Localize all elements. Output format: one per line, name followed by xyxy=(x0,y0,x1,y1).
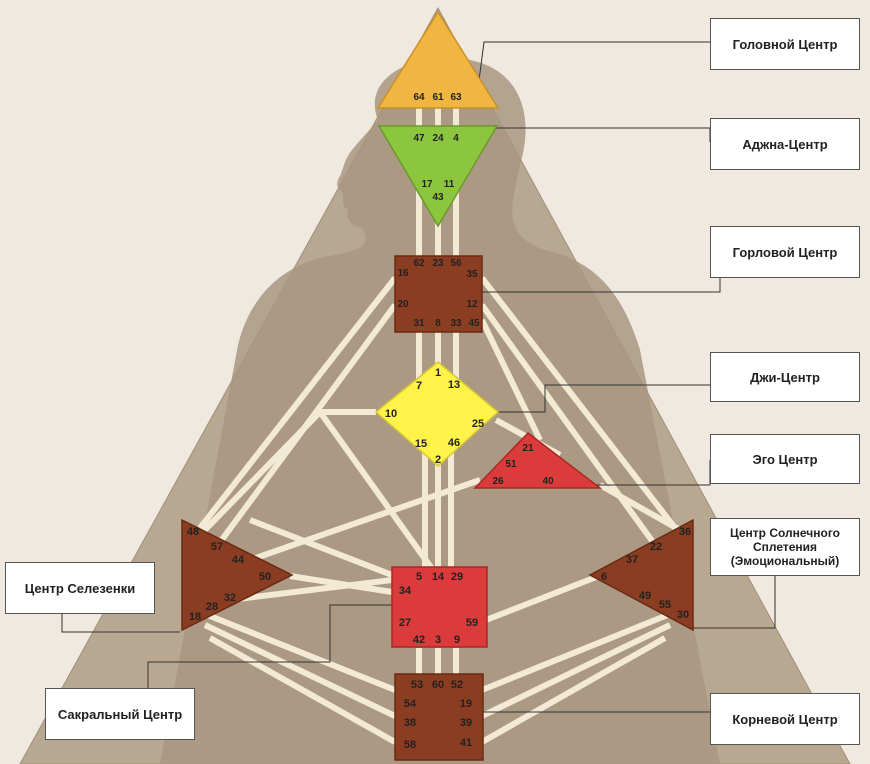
gate-label: 13 xyxy=(448,379,460,391)
g-center xyxy=(374,361,500,468)
gate-label: 41 xyxy=(460,737,472,749)
label-throat-center: Горловой Центр xyxy=(710,226,860,278)
gate-label: 7 xyxy=(416,380,422,392)
gate-numbers: 64 61 63 47 24 4 17 11 43 62 23 56 16 35… xyxy=(187,92,691,751)
root-center xyxy=(394,673,484,761)
gate-label: 14 xyxy=(432,571,445,583)
gate-label: 30 xyxy=(677,609,689,621)
gate-label: 25 xyxy=(472,418,484,430)
gate-label: 31 xyxy=(413,318,425,329)
sacral-center xyxy=(391,566,488,648)
gate-label: 23 xyxy=(432,258,444,269)
gate-label: 29 xyxy=(451,571,463,583)
gate-label: 61 xyxy=(432,92,444,103)
label-spleen-center: Центр Селезенки xyxy=(5,562,155,614)
gate-label: 1 xyxy=(435,367,441,379)
throat-center xyxy=(394,255,483,333)
gate-label: 36 xyxy=(679,526,691,538)
head-center xyxy=(376,10,500,109)
label-solar-plexus-center: Центр Солнечного Сплетения (Эмоциональны… xyxy=(710,518,860,576)
gate-label: 22 xyxy=(650,541,662,553)
gate-label: 20 xyxy=(397,299,409,310)
gate-label: 47 xyxy=(413,133,425,144)
ajna-center xyxy=(377,125,499,228)
gate-label: 52 xyxy=(451,679,463,691)
gate-label: 46 xyxy=(448,437,460,449)
gate-label: 40 xyxy=(542,476,554,487)
gate-label: 27 xyxy=(399,617,411,629)
gate-label: 33 xyxy=(450,318,462,329)
gate-label: 38 xyxy=(404,717,416,729)
gate-label: 57 xyxy=(211,541,223,553)
label-ajna-center: Аджна-Центр xyxy=(710,118,860,170)
gate-label: 32 xyxy=(224,592,236,604)
gate-label: 9 xyxy=(454,634,460,646)
gate-label: 4 xyxy=(453,133,459,144)
gate-label: 26 xyxy=(492,476,504,487)
label-ego-center: Эго Центр xyxy=(710,434,860,484)
gate-label: 43 xyxy=(432,192,444,203)
gate-label: 49 xyxy=(639,590,651,602)
gate-label: 59 xyxy=(466,617,478,629)
gate-label: 45 xyxy=(468,318,480,329)
gate-label: 53 xyxy=(411,679,423,691)
gate-label: 12 xyxy=(466,299,478,310)
gate-label: 64 xyxy=(413,92,425,103)
gate-label: 3 xyxy=(435,634,441,646)
gate-label: 56 xyxy=(450,258,462,269)
gate-label: 35 xyxy=(466,269,478,280)
gate-label: 42 xyxy=(413,634,425,646)
gate-label: 44 xyxy=(232,554,245,566)
ego-center xyxy=(473,431,603,489)
gate-label: 6 xyxy=(601,571,607,583)
channels xyxy=(197,100,682,745)
label-root-center: Корневой Центр xyxy=(710,693,860,745)
solar-plexus-center xyxy=(588,518,694,632)
gate-label: 60 xyxy=(432,679,444,691)
gate-label: 28 xyxy=(206,601,218,613)
gate-label: 8 xyxy=(435,318,441,329)
gate-label: 21 xyxy=(522,443,534,454)
gate-label: 18 xyxy=(189,611,201,623)
label-sacral-center: Сакральный Центр xyxy=(45,688,195,740)
gate-label: 15 xyxy=(415,438,427,450)
gate-label: 50 xyxy=(259,571,271,583)
label-head-center: Головной Центр xyxy=(710,18,860,70)
gate-label: 39 xyxy=(460,717,472,729)
gate-label: 63 xyxy=(450,92,462,103)
gate-label: 62 xyxy=(413,258,425,269)
gate-label: 16 xyxy=(397,268,409,279)
gate-label: 17 xyxy=(421,179,433,190)
gate-label: 5 xyxy=(416,571,422,583)
spleen-center xyxy=(181,518,294,632)
gate-label: 58 xyxy=(404,739,416,751)
gate-label: 48 xyxy=(187,526,199,538)
gate-label: 34 xyxy=(399,585,412,597)
gate-label: 51 xyxy=(505,459,517,470)
gate-label: 55 xyxy=(659,599,671,611)
gate-label: 10 xyxy=(385,408,397,420)
gate-label: 24 xyxy=(432,133,444,144)
gate-label: 2 xyxy=(435,454,441,466)
label-g-center: Джи-Центр xyxy=(710,352,860,402)
gate-label: 11 xyxy=(444,179,455,190)
gate-label: 19 xyxy=(460,698,472,710)
gate-label: 37 xyxy=(626,554,638,566)
gate-label: 54 xyxy=(404,698,417,710)
